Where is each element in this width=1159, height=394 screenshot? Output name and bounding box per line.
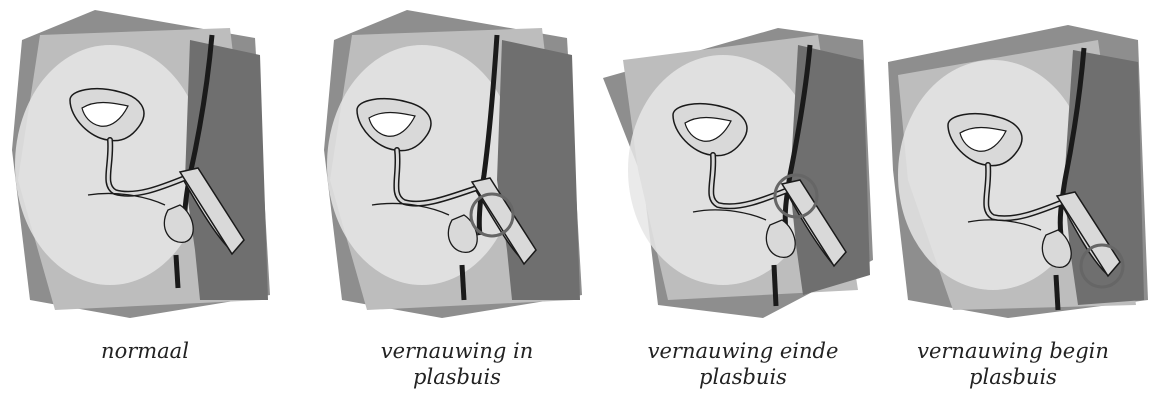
caption-line-2: plasbuis xyxy=(868,364,1158,390)
perineum-line xyxy=(176,255,178,288)
anatomy-illustration-in xyxy=(312,0,602,330)
perineum-line xyxy=(462,265,464,300)
anatomy-illustration-einde xyxy=(598,0,888,330)
anatomy-illustration-begin xyxy=(868,0,1158,330)
panel-vernauwing-in: vernauwing in plasbuis xyxy=(312,0,602,394)
caption-vernauwing-in: vernauwing in plasbuis xyxy=(312,338,602,390)
perineum-line xyxy=(1056,275,1058,310)
panel-vernauwing-einde: vernauwing einde plasbuis xyxy=(598,0,888,394)
perineum-line xyxy=(774,265,776,306)
caption-line-2: plasbuis xyxy=(598,364,888,390)
caption-line-1: vernauwing in xyxy=(312,338,602,364)
panel-normaal: normaal xyxy=(0,0,290,394)
anatomy-illustration-normaal xyxy=(0,0,290,330)
panel-vernauwing-begin: vernauwing begin plasbuis xyxy=(868,0,1158,394)
skin-side-shadow xyxy=(497,40,580,300)
caption-line-2: plasbuis xyxy=(312,364,602,390)
caption-normaal: normaal xyxy=(0,338,290,364)
caption-line-1: vernauwing begin xyxy=(868,338,1158,364)
tissue-glow xyxy=(327,45,517,285)
caption-line-1: normaal xyxy=(0,338,290,364)
caption-vernauwing-begin: vernauwing begin plasbuis xyxy=(868,338,1158,390)
caption-line-1: vernauwing einde xyxy=(598,338,888,364)
caption-vernauwing-einde: vernauwing einde plasbuis xyxy=(598,338,888,390)
